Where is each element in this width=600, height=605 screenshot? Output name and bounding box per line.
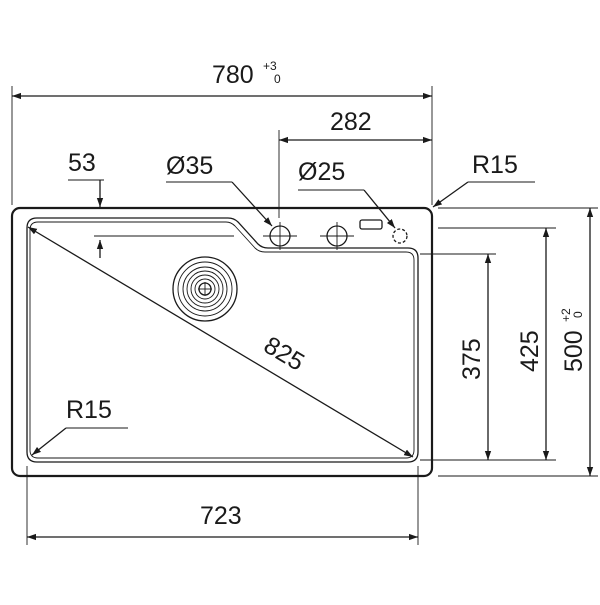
leader-corner-radius-top	[432, 181, 469, 208]
leader-corner-radius-bowl	[31, 427, 67, 456]
tap-hole-icon	[320, 222, 354, 250]
leader-small-hole	[363, 189, 396, 229]
small-hole-dia-label: Ø25	[298, 158, 345, 186]
tap-offset-value: 282	[330, 108, 372, 136]
sink-outline	[10, 206, 434, 478]
edge-offset-value: 53	[68, 149, 96, 177]
bowl-outline	[26, 217, 419, 463]
overall-width-tol-lower: 0	[274, 72, 281, 86]
overall-depth-tol-upper: +2	[559, 308, 573, 322]
bowl-depth-value: 425	[516, 330, 544, 372]
small-hole-icon	[392, 228, 408, 244]
bowl-depth-front-value: 375	[458, 338, 486, 380]
corner-radius-bowl-label: R15	[66, 396, 112, 424]
overall-width-value: 780	[212, 61, 254, 89]
overall-depth-value: 500	[560, 330, 588, 372]
drain-waste-icon	[172, 256, 238, 322]
tap-hole-icon	[263, 222, 297, 250]
dim-line-bowl-diagonal	[27, 226, 414, 458]
leader-tap-hole	[231, 181, 273, 227]
overall-depth-tol-lower: 0	[571, 311, 585, 318]
overall-width-tol-upper: +3	[263, 59, 277, 73]
overflow-icon	[359, 219, 383, 230]
bowl-width-value: 723	[200, 502, 242, 530]
tap-hole-dia-label: Ø35	[166, 152, 213, 180]
corner-radius-top-label: R15	[472, 151, 518, 179]
